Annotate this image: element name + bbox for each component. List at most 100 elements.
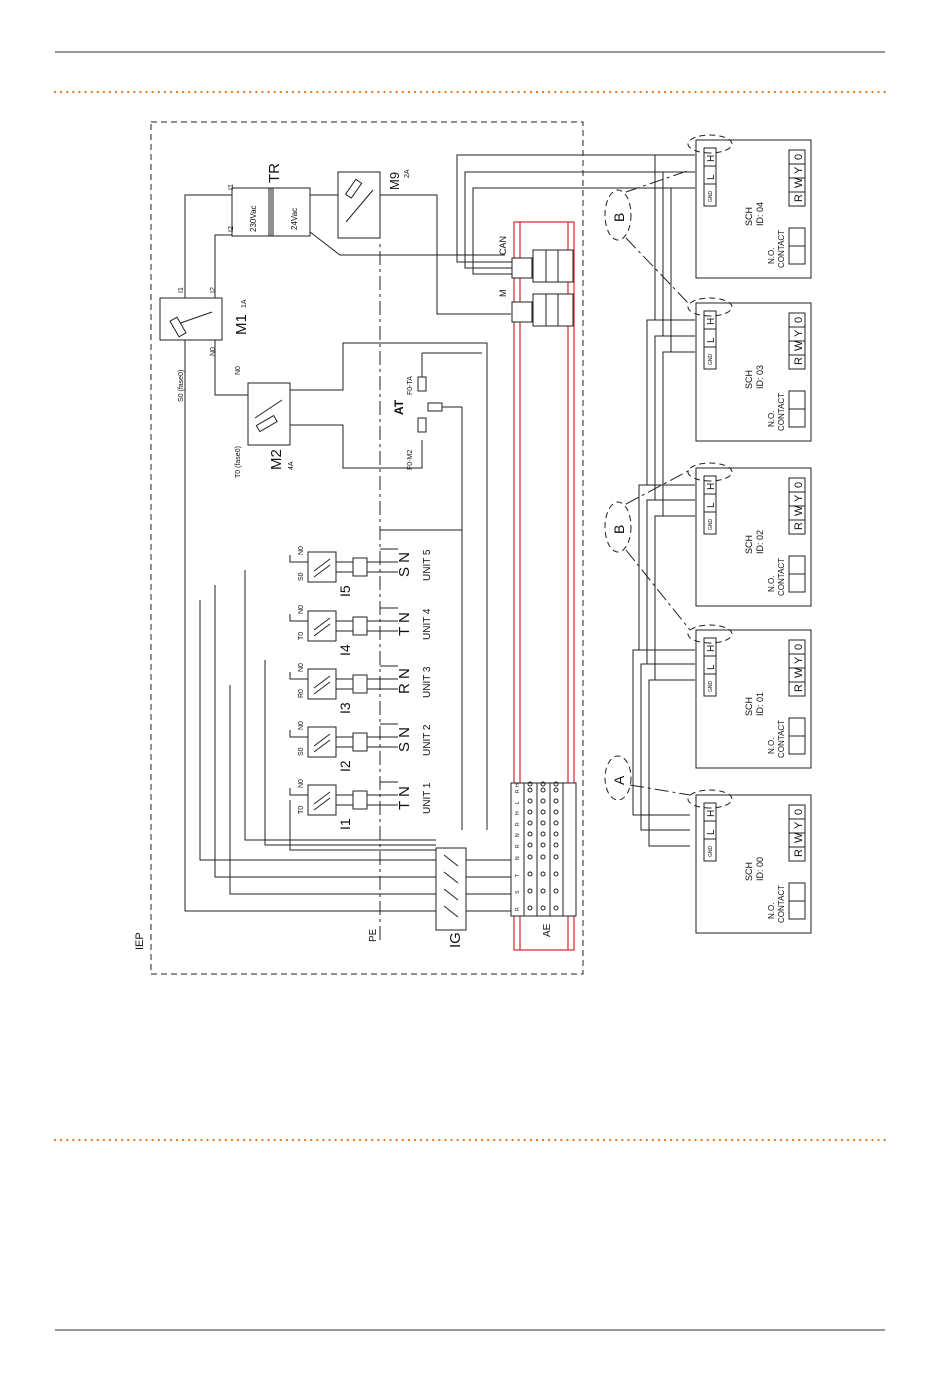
m1-tr-wire bbox=[214, 234, 232, 298]
t0-fase0-label: T0 (fase0) bbox=[235, 446, 242, 478]
bus-gnd-label: GND bbox=[708, 519, 714, 531]
strip-terminal-label: T bbox=[515, 874, 521, 877]
main-switch-ig bbox=[435, 847, 467, 931]
contact-label: CONTACT bbox=[777, 393, 786, 431]
strip-screw bbox=[553, 842, 559, 848]
rwy0-terminal-label: R bbox=[793, 357, 805, 365]
m1-rating: 1A bbox=[241, 299, 248, 308]
strip-screw bbox=[553, 831, 559, 837]
strip-screw bbox=[553, 820, 559, 826]
fo-ta-label: F0-TA bbox=[407, 376, 414, 395]
strip-screw bbox=[553, 854, 559, 860]
strip-screw bbox=[540, 781, 546, 787]
unit-switch-label: I5 bbox=[337, 585, 353, 597]
strip-screw bbox=[527, 871, 533, 877]
sch-name-label: SCH bbox=[744, 862, 754, 881]
unit-switch-label: I4 bbox=[337, 644, 353, 656]
rwy0-terminal-label: Y bbox=[793, 329, 805, 337]
bus-terminal-block bbox=[703, 147, 717, 207]
strip-screw bbox=[553, 905, 559, 911]
strip-terminal-label: R bbox=[515, 844, 521, 848]
strip-screw bbox=[540, 871, 546, 877]
bus-gnd-label: GND bbox=[708, 681, 714, 693]
unit-label: UNIT 3 bbox=[422, 666, 433, 698]
callout-a bbox=[604, 755, 691, 801]
tr-can-wire bbox=[309, 231, 505, 256]
rwy0-terminal-label: R bbox=[793, 849, 805, 857]
unit-switch bbox=[307, 784, 337, 816]
m1-i2-label: I2 bbox=[210, 287, 217, 293]
contact-label: CONTACT bbox=[777, 230, 786, 268]
unit-phase-in-label: R0 bbox=[298, 689, 305, 698]
strip-screw bbox=[553, 787, 559, 793]
strip-screw bbox=[527, 905, 533, 911]
sch-id-label: ID: 03 bbox=[755, 365, 765, 389]
unit-label: UNIT 4 bbox=[422, 608, 433, 640]
bus-terminal-block bbox=[703, 637, 717, 697]
strip-terminal-label: L bbox=[515, 801, 521, 804]
unit-switch bbox=[307, 726, 337, 758]
transformer-tr bbox=[231, 187, 311, 237]
strip-screw bbox=[527, 831, 533, 837]
strip-screw bbox=[527, 854, 533, 860]
strip-screw bbox=[553, 871, 559, 877]
bus-l-label: L bbox=[706, 174, 717, 180]
bus-h-label: H bbox=[706, 155, 717, 162]
contact-label: CONTACT bbox=[777, 558, 786, 596]
callout-b-lower-label: B bbox=[611, 525, 627, 534]
bus-h-label: H bbox=[706, 318, 717, 325]
unit-relay bbox=[352, 674, 368, 694]
m1-n0-label: N0 bbox=[210, 347, 217, 356]
strip-screw bbox=[553, 781, 559, 787]
unit-terminal-label: T N bbox=[396, 786, 413, 810]
m-connector bbox=[511, 293, 574, 327]
m9-rating: 2A bbox=[404, 169, 411, 178]
strip-terminal-label: S bbox=[515, 890, 521, 894]
unit-terminal-label: S N bbox=[396, 727, 413, 752]
strip-screw bbox=[540, 787, 546, 793]
unit-switch-label: I2 bbox=[337, 760, 353, 772]
tr-i2-label: I2 bbox=[228, 226, 235, 232]
strip-terminal-label: H bbox=[515, 811, 521, 815]
bus-connector-highlight bbox=[687, 624, 733, 644]
unit-terminal-label: S N bbox=[396, 552, 413, 577]
tr-secondary-label: 24Vac bbox=[290, 208, 299, 230]
strip-screw bbox=[553, 888, 559, 894]
m9-out-wire bbox=[380, 194, 511, 315]
unit-switch-label: I1 bbox=[337, 818, 353, 830]
main-terminal-strip bbox=[510, 782, 577, 917]
breaker-m9 bbox=[337, 171, 381, 239]
unit-relay bbox=[352, 732, 368, 752]
m2-label: M2 bbox=[268, 449, 285, 470]
unit-phase-in-label: S0 bbox=[298, 747, 305, 756]
callout-b-lower bbox=[604, 469, 691, 631]
m9-label: M9 bbox=[387, 172, 402, 190]
sch-id-label: ID: 04 bbox=[755, 202, 765, 226]
strip-terminal-label: H bbox=[515, 783, 521, 787]
unit-relay bbox=[352, 557, 368, 577]
strip-screw bbox=[540, 831, 546, 837]
unit-label: UNIT 1 bbox=[422, 782, 433, 814]
rwy0-terminal-label: 0 bbox=[793, 482, 805, 488]
strip-screw bbox=[527, 842, 533, 848]
supply-wiring bbox=[184, 194, 511, 912]
fuse-fo-ta bbox=[417, 352, 482, 392]
unit-label: UNIT 2 bbox=[422, 724, 433, 756]
bus-l-label: L bbox=[706, 664, 717, 670]
sch-id-label: ID: 01 bbox=[755, 692, 765, 716]
rwy0-terminal-label: R bbox=[793, 684, 805, 692]
m2-rating: 4A bbox=[288, 461, 295, 470]
bus-gnd-label: GND bbox=[708, 846, 714, 858]
rwy0-terminal-label: W bbox=[793, 505, 805, 516]
bus-l-label: L bbox=[706, 337, 717, 343]
iep-label: IEP bbox=[134, 932, 146, 950]
unit-label: UNIT 5 bbox=[422, 549, 433, 581]
strip-screw bbox=[527, 888, 533, 894]
s0-fase0-label: S0 (fase0) bbox=[178, 370, 185, 402]
